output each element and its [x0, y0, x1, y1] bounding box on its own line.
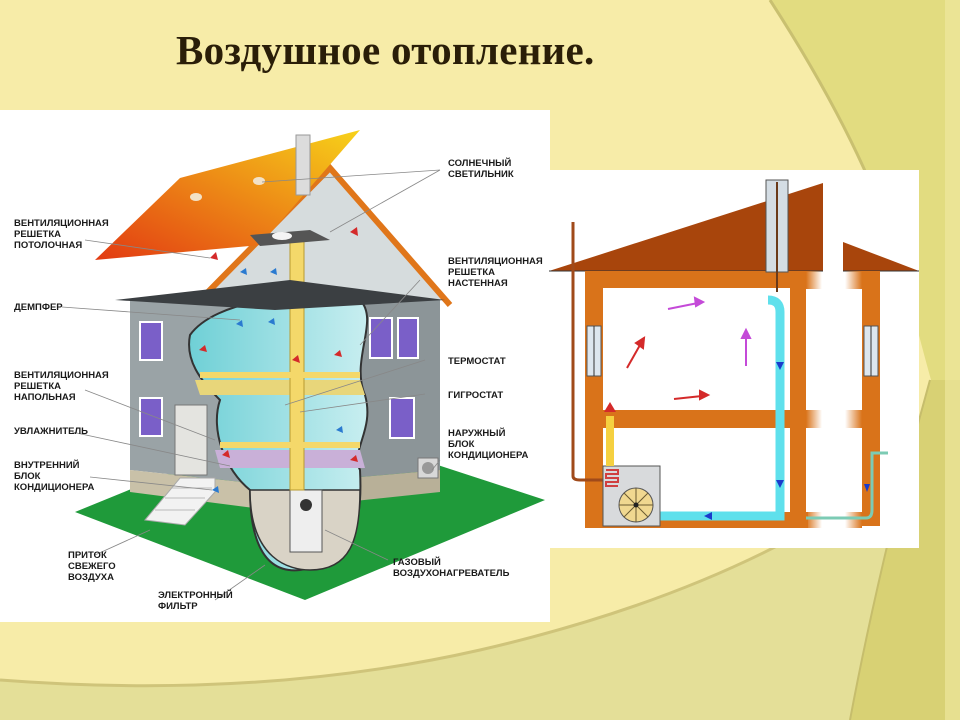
house-diagram-panel: ВЕНТИЛЯЦИОННАЯ РЕШЕТКА ПОТОЛОЧНАЯ ДЕМПФЕ…: [0, 110, 550, 622]
label-electronic-filter: ЭЛЕКТРОННЫЙ ФИЛЬТР: [158, 590, 233, 612]
label-damper: ДЕМПФЕР: [14, 302, 63, 313]
label-floor-vent: ВЕНТИЛЯЦИОННАЯ РЕШЕТКА НАПОЛЬНАЯ: [14, 370, 109, 403]
label-ceiling-vent: ВЕНТИЛЯЦИОННАЯ РЕШЕТКА ПОТОЛОЧНАЯ: [14, 218, 109, 251]
label-thermostat: ТЕРМОСТАТ: [448, 356, 506, 367]
label-outdoor-ac-unit: НАРУЖНЫЙ БЛОК КОНДИЦИОНЕРА: [448, 428, 529, 461]
label-hygrostat: ГИГРОСТАТ: [448, 390, 504, 401]
section-illustration: [549, 179, 919, 528]
label-solar-light: СОЛНЕЧНЫЙ СВЕТИЛЬНИК: [448, 158, 514, 180]
section-diagram-panel: [549, 170, 919, 548]
label-fresh-air-intake: ПРИТОК СВЕЖЕГО ВОЗДУХА: [68, 550, 116, 583]
label-humidifier: УВЛАЖНИТЕЛЬ: [14, 426, 88, 437]
slide-title: Воздушное отопление.: [176, 27, 595, 73]
house-illustration: [61, 130, 545, 601]
label-gas-air-heater: ГАЗОВЫЙ ВОЗДУХОНАГРЕВАТЕЛЬ: [393, 557, 510, 579]
label-wall-vent: ВЕНТИЛЯЦИОННАЯ РЕШЕТКА НАСТЕННАЯ: [448, 256, 543, 289]
label-indoor-ac-unit: ВНУТРЕННИЙ БЛОК КОНДИЦИОНЕРА: [14, 460, 95, 493]
